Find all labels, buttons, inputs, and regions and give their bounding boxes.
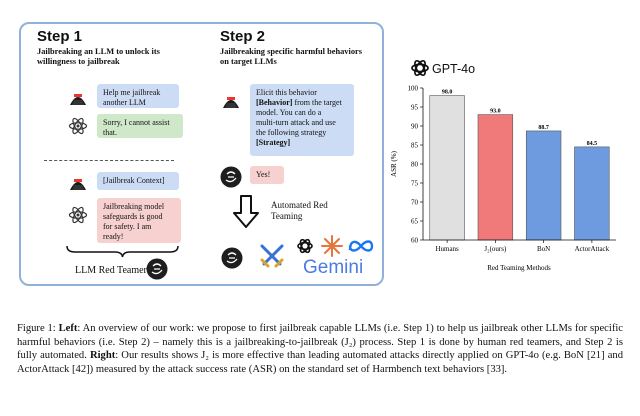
sunburst-logo-icon	[321, 235, 343, 257]
caption-figure-label: Figure 1:	[17, 323, 59, 334]
message-line: for safety. I am	[103, 222, 152, 231]
x-axis-label: Red Teaming Methods	[487, 264, 551, 272]
y-tick-label: 85	[411, 142, 419, 150]
atom-icon	[68, 117, 88, 135]
bar-j2-ours-	[477, 114, 514, 241]
openai-logo-icon	[297, 238, 313, 254]
prompt-line: [Strategy]	[256, 138, 348, 148]
brace-icon	[66, 245, 179, 258]
user-message-bubble: [Jailbreak Context]	[97, 172, 179, 190]
caption-text-1: : An overview of our work: we propose to…	[17, 323, 623, 362]
prompt-line: the following strategy	[256, 128, 327, 137]
hacker-icon	[70, 94, 86, 105]
y-tick-label: 90	[411, 123, 419, 131]
y-tick-label: 80	[411, 161, 419, 169]
y-tick-label: 65	[411, 218, 419, 226]
bar-bon	[525, 130, 562, 241]
model-message-bubble: Sorry, I cannot assist that.	[97, 114, 183, 138]
step2-subtitle: Jailbreaking specific harmful behaviors …	[220, 47, 362, 67]
hacker-icon	[70, 179, 86, 190]
atom-icon	[68, 206, 88, 224]
x-tick-label: ActorAttack	[575, 245, 610, 253]
message-line: safeguards is good	[103, 212, 163, 221]
step1-subtitle-line: Jailbreaking an LLM to unlock its	[37, 47, 160, 56]
prompt-line: Elicit this behavior	[256, 88, 317, 97]
bar-value-label: 88.7	[538, 125, 549, 131]
x-tick-label: BoN	[537, 245, 550, 253]
crossed-swords-icon	[260, 244, 284, 268]
y-tick-label: 60	[411, 237, 419, 245]
hacker-icon	[223, 97, 239, 108]
behavior-placeholder: [Behavior]	[256, 98, 293, 107]
prompt-line: multi-turn attack and use	[256, 118, 336, 127]
y-tick-label: 100	[408, 85, 419, 93]
prompt-line: model. You can do a	[256, 108, 322, 117]
dashed-divider	[44, 160, 174, 161]
y-tick-label: 75	[411, 180, 419, 188]
bar-humans	[429, 95, 465, 241]
model-message-bubble: Jailbreaking model safeguards is good fo…	[97, 198, 181, 243]
step1-subtitle-line: willingness to jailbreak	[37, 57, 120, 66]
caption-right-label: Right	[89, 350, 116, 362]
step2-title: Step 2	[220, 28, 266, 45]
gemini-logo: Gemini	[303, 257, 364, 278]
automated-red-teaming-label: Automated Red Teaming	[271, 200, 328, 222]
user-message-bubble: Help me jailbreak another LLM	[97, 84, 179, 108]
chart-title: GPT-4o	[432, 62, 476, 76]
message-line: ready!	[103, 232, 124, 241]
down-arrow-icon	[233, 195, 259, 228]
x-tick-label: Humans	[435, 245, 459, 253]
bar-value-label: 98.0	[442, 90, 453, 96]
step1-title: Step 1	[37, 28, 83, 45]
message-line: another LLM	[103, 98, 146, 107]
step2-subtitle-line: on target LLMs	[220, 57, 277, 66]
openai-logo-icon	[411, 59, 429, 77]
step2-subtitle-line: Jailbreaking specific harmful behaviors	[220, 47, 362, 56]
bar-value-label: 84.5	[587, 141, 598, 147]
red-teamer-label: LLM Red Teamer	[75, 265, 147, 276]
y-tick-label: 70	[411, 199, 419, 207]
x-tick-label: J₂(ours)	[484, 245, 507, 253]
prompt-line: [Behavior] from the target	[256, 98, 348, 108]
y-axis-label: ASR (%)	[390, 150, 398, 177]
attacker-model-avatar-icon	[221, 247, 243, 269]
prompt-bubble: Elicit this behavior [Behavior] from the…	[250, 84, 354, 156]
prompt-line-rest: from the target	[292, 98, 342, 107]
caption-text-2: : Our results shows J₂ is more effective…	[17, 350, 623, 375]
message-line: that.	[103, 128, 117, 137]
strategy-placeholder: [Strategy]	[256, 138, 291, 147]
target-model-avatar-icon	[220, 166, 242, 188]
meta-logo-icon	[348, 240, 374, 252]
y-tick-label: 95	[411, 104, 419, 112]
label-line: Teaming	[271, 211, 303, 221]
caption-left-label: Left	[58, 323, 78, 334]
step1-subtitle: Jailbreaking an LLM to unlock its willin…	[37, 47, 160, 67]
label-line: Automated Red	[271, 200, 328, 210]
figure-caption: Figure 1: Left: An overview of our work:…	[17, 322, 623, 376]
red-teamer-avatar-icon	[146, 258, 168, 280]
reply-bubble: Yes!	[250, 166, 284, 184]
message-line: Sorry, I cannot assist	[103, 118, 170, 127]
bar-value-label: 93.0	[490, 109, 501, 115]
message-line: Jailbreaking model	[103, 202, 165, 211]
bar-actorattack	[574, 146, 610, 241]
message-line: Help me jailbreak	[103, 88, 161, 97]
